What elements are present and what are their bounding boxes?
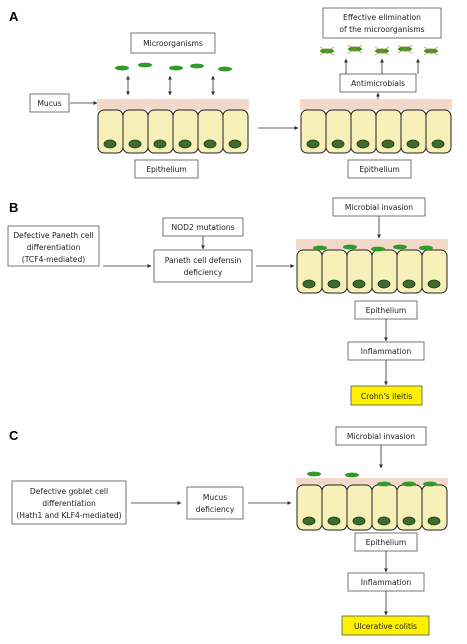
antimicrobials-box: Antimicrobials <box>339 73 417 93</box>
defective-goblet-line-3: (Hath1 and KLF4-mediated) <box>16 511 121 520</box>
epithelium-box-a-right: Epithelium <box>347 159 412 179</box>
defective-goblet-line-1: Defective goblet cell <box>30 487 108 496</box>
paneth-defensin-box: Paneth cell defensin deficiency <box>153 249 253 283</box>
nod2-label: NOD2 mutations <box>171 223 234 232</box>
defective-paneth-line-2: differentiation <box>27 243 81 252</box>
nod2-box: NOD2 mutations <box>162 217 244 237</box>
epithelium-a-left <box>97 99 249 154</box>
inflammation-box-c: Inflammation <box>347 572 425 592</box>
mucus-label: Mucus <box>37 99 61 108</box>
elimination-box: Effective elimination of the microorgani… <box>322 7 442 39</box>
microorganisms-box: Microorganisms <box>130 32 216 54</box>
epithelium-box-b: Epithelium <box>354 300 418 320</box>
epithelium-box-a-left: Epithelium <box>134 159 199 179</box>
epithelium-label-b: Epithelium <box>366 306 407 315</box>
inflammation-label-c: Inflammation <box>361 578 412 587</box>
eliminated-microbes <box>319 44 439 56</box>
elimination-line-1: Effective elimination <box>343 13 421 22</box>
epithelium-b <box>296 239 448 294</box>
microbes-a-left <box>115 62 232 72</box>
mucus-deficiency-line-2: deficiency <box>196 505 235 514</box>
panel-label-c: C <box>9 428 19 443</box>
defective-goblet-box: Defective goblet cell differentiation (H… <box>11 480 127 525</box>
microbial-invasion-box-c: Microbial invasion <box>335 426 427 446</box>
microbial-invasion-label-c: Microbial invasion <box>347 432 415 441</box>
antimicrobial-arrows <box>344 58 420 74</box>
elimination-line-2: of the microorganisms <box>339 25 424 34</box>
epithelium-label-a-left: Epithelium <box>146 165 187 174</box>
panel-label-b: B <box>9 200 18 215</box>
epithelium-label-a-right: Epithelium <box>359 165 400 174</box>
epithelium-c <box>296 471 448 531</box>
outcome-box-c: Ulcerative colitis <box>341 615 430 636</box>
microbial-invasion-box-b: Microbial invasion <box>332 197 426 217</box>
antimicrobials-label: Antimicrobials <box>351 79 405 88</box>
microorganisms-label: Microorganisms <box>143 39 203 48</box>
paneth-defensin-line-2: deficiency <box>184 268 223 277</box>
outcome-label-b: Crohn’s ileitis <box>361 392 412 401</box>
outcome-label-c: Ulcerative colitis <box>354 622 417 631</box>
inflammation-box-b: Inflammation <box>347 341 425 361</box>
defective-paneth-line-1: Defective Paneth cell <box>13 231 93 240</box>
epithelium-label-c: Epithelium <box>366 538 407 547</box>
bidirectional-arrows <box>126 75 215 96</box>
defective-paneth-box: Defective Paneth cell differentiation (T… <box>7 225 100 267</box>
inflammation-label-b: Inflammation <box>361 347 412 356</box>
microbial-invasion-label-b: Microbial invasion <box>345 203 413 212</box>
epithelium-a-right <box>300 99 452 154</box>
defective-paneth-line-3: (TCF4-mediated) <box>22 255 86 264</box>
defective-goblet-line-2: differentiation <box>42 499 96 508</box>
mucus-deficiency-box: Mucus deficiency <box>186 486 244 520</box>
mucus-deficiency-line-1: Mucus <box>203 493 227 502</box>
panel-label-a: A <box>9 9 19 24</box>
outcome-box-b: Crohn’s ileitis <box>350 385 423 406</box>
epithelium-box-c: Epithelium <box>354 532 418 552</box>
paneth-defensin-line-1: Paneth cell defensin <box>165 256 242 265</box>
mucus-box: Mucus <box>29 93 70 113</box>
